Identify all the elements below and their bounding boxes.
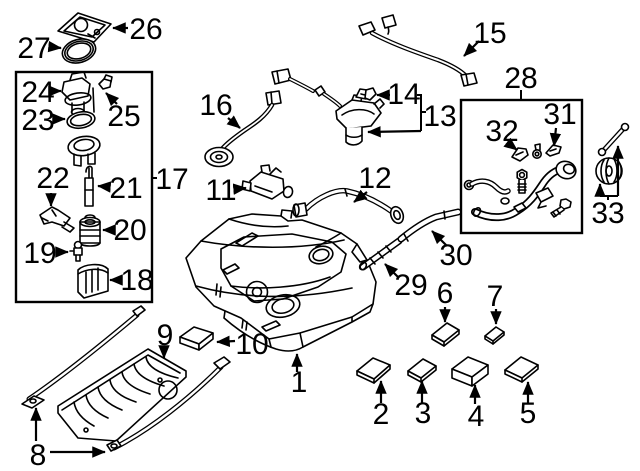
callout-9: 9 — [157, 319, 174, 352]
callout-20: 20 — [113, 214, 146, 247]
part-30-filler-hose — [397, 208, 462, 243]
pump-retainer-cup — [67, 135, 101, 167]
callout-23: 23 — [21, 104, 54, 137]
part-27-cover-gasket — [61, 38, 97, 64]
mounting-bolt-2 — [550, 198, 572, 218]
part-24-pump-head — [61, 71, 95, 117]
callout-24: 24 — [21, 76, 54, 109]
callout-30: 30 — [439, 239, 472, 272]
callout-14: 14 — [387, 78, 420, 111]
callout-11: 11 — [205, 174, 236, 207]
callout-6: 6 — [437, 277, 454, 310]
part-25-clip — [98, 74, 113, 90]
filler-neck-assembly — [463, 160, 577, 222]
part-11-vapor-valve — [241, 164, 294, 200]
callout-7: 7 — [487, 280, 504, 313]
callout-25: 25 — [107, 100, 140, 133]
callout-4: 4 — [468, 400, 485, 433]
callout-16: 16 — [199, 89, 232, 122]
callout-15: 15 — [473, 17, 506, 50]
callout-3: 3 — [415, 397, 432, 430]
part-22-sender-bracket — [39, 206, 75, 233]
callout-2: 2 — [373, 398, 390, 431]
part-12-vapor-tube — [292, 187, 405, 225]
callout-19: 19 — [23, 237, 56, 270]
part-21-probe — [84, 165, 94, 207]
part-1-fuel-tank — [185, 209, 377, 352]
part-2-pad — [356, 357, 391, 384]
callout-28: 28 — [504, 62, 537, 95]
part-4-pad — [451, 356, 489, 387]
part-18-filter-housing — [77, 263, 109, 299]
grommet — [531, 143, 542, 160]
part-7-pad — [484, 326, 505, 345]
part-29-vent-pipe — [358, 237, 403, 271]
callout-13: 13 — [423, 100, 456, 133]
callout-5: 5 — [520, 397, 537, 430]
callout-numbers: 1 2 3 4 5 6 7 8 9 10 11 12 13 14 15 16 1… — [17, 13, 624, 471]
part-8-tank-straps — [21, 305, 231, 452]
part-26-service-cover — [57, 12, 112, 43]
part-33-fuel-cap — [595, 122, 630, 185]
part-20-fuel-filter — [79, 214, 101, 247]
callout-32: 32 — [485, 115, 518, 148]
callout-12: 12 — [358, 162, 391, 195]
callout-22: 22 — [36, 162, 69, 195]
callout-1: 1 — [291, 366, 308, 399]
callout-33: 33 — [591, 197, 624, 230]
callout-8: 8 — [30, 439, 47, 471]
part-13-fuel-pump-assembly — [271, 68, 385, 146]
part-19-valve — [69, 240, 83, 262]
part-3-pad — [407, 358, 437, 383]
callout-17: 17 — [155, 163, 188, 196]
part-5-pad — [504, 356, 539, 383]
part-32-clip — [511, 147, 529, 162]
filler-neck-kit-box-28 — [459, 98, 584, 235]
callout-18: 18 — [120, 264, 153, 297]
mounting-bolt — [516, 168, 528, 194]
part-14-connector — [355, 87, 377, 101]
callout-27: 27 — [17, 32, 50, 65]
callout-26: 26 — [129, 13, 162, 46]
part-15-wiring-harness — [358, 14, 478, 87]
callout-21: 21 — [109, 172, 142, 205]
part-10-pad — [179, 326, 214, 351]
part-6-pad — [431, 322, 460, 347]
part-23-seal-ring — [66, 110, 96, 130]
part-31-clip — [545, 144, 562, 157]
callout-29: 29 — [394, 269, 427, 302]
part-9-skid-plate — [57, 348, 187, 442]
callout-31: 31 — [543, 98, 576, 131]
part-16-level-sender — [204, 90, 282, 168]
callout-leaders — [30, 22, 624, 458]
callout-10: 10 — [235, 328, 268, 361]
